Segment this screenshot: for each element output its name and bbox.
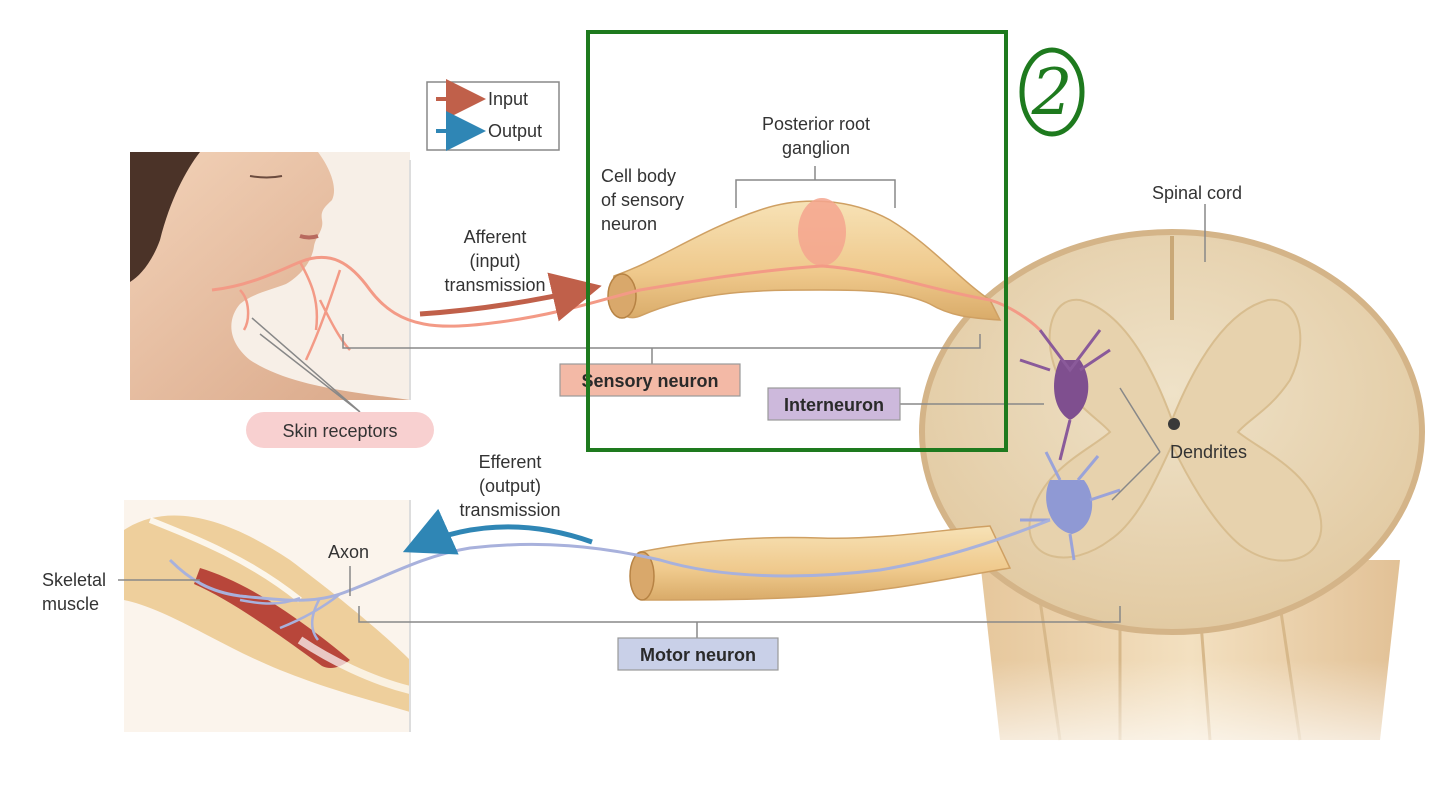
spinal-cord-illustration bbox=[919, 229, 1425, 789]
legend-input-label: Input bbox=[488, 89, 528, 109]
svg-text:Motor neuron: Motor neuron bbox=[640, 645, 756, 665]
svg-text:muscle: muscle bbox=[42, 594, 99, 614]
svg-text:transmission: transmission bbox=[444, 275, 545, 295]
svg-text:Skin receptors: Skin receptors bbox=[282, 421, 397, 441]
nerve-roots bbox=[607, 198, 1012, 601]
svg-text:2: 2 bbox=[1031, 56, 1073, 130]
dendrites-label: Dendrites bbox=[1170, 442, 1247, 462]
legend-output-label: Output bbox=[488, 121, 542, 141]
svg-text:Efferent: Efferent bbox=[479, 452, 542, 472]
efferent-label: Efferent (output) transmission bbox=[459, 452, 560, 520]
svg-text:Afferent: Afferent bbox=[464, 227, 527, 247]
axon-label: Axon bbox=[328, 542, 369, 562]
annotation-highlight-box bbox=[586, 30, 1008, 452]
interneuron-tag: Interneuron bbox=[767, 387, 901, 421]
svg-text:transmission: transmission bbox=[459, 500, 560, 520]
cell-body-label: Cell body of sensory neuron bbox=[601, 166, 684, 234]
svg-text:Cell body: Cell body bbox=[601, 166, 676, 186]
spinal-cord-label: Spinal cord bbox=[1152, 183, 1242, 203]
arm-illustration bbox=[124, 500, 411, 732]
svg-text:Interneuron: Interneuron bbox=[784, 395, 884, 415]
svg-text:neuron: neuron bbox=[601, 214, 657, 234]
skin-receptors-tag: Skin receptors bbox=[246, 412, 434, 448]
svg-text:Posterior root: Posterior root bbox=[762, 114, 870, 134]
efferent-arrow bbox=[402, 508, 593, 555]
annotation-number-badge: 2 bbox=[1019, 47, 1085, 137]
svg-text:Skeletal: Skeletal bbox=[42, 570, 106, 590]
motor-fiber bbox=[168, 518, 1051, 641]
legend: Input Output bbox=[426, 79, 560, 151]
afferent-arrow bbox=[419, 272, 602, 322]
posterior-root-ganglion-label: Posterior root ganglion bbox=[762, 114, 870, 158]
svg-text:(input): (input) bbox=[469, 251, 520, 271]
svg-text:(output): (output) bbox=[479, 476, 541, 496]
svg-text:Sensory neuron: Sensory neuron bbox=[581, 371, 718, 391]
motor-neuron-tag: Motor neuron bbox=[617, 637, 779, 671]
skeletal-muscle-label: Skeletal muscle bbox=[42, 570, 106, 614]
svg-text:of sensory: of sensory bbox=[601, 190, 684, 210]
svg-text:ganglion: ganglion bbox=[782, 138, 850, 158]
afferent-label: Afferent (input) transmission bbox=[444, 227, 545, 295]
leader-lines bbox=[118, 166, 1206, 638]
